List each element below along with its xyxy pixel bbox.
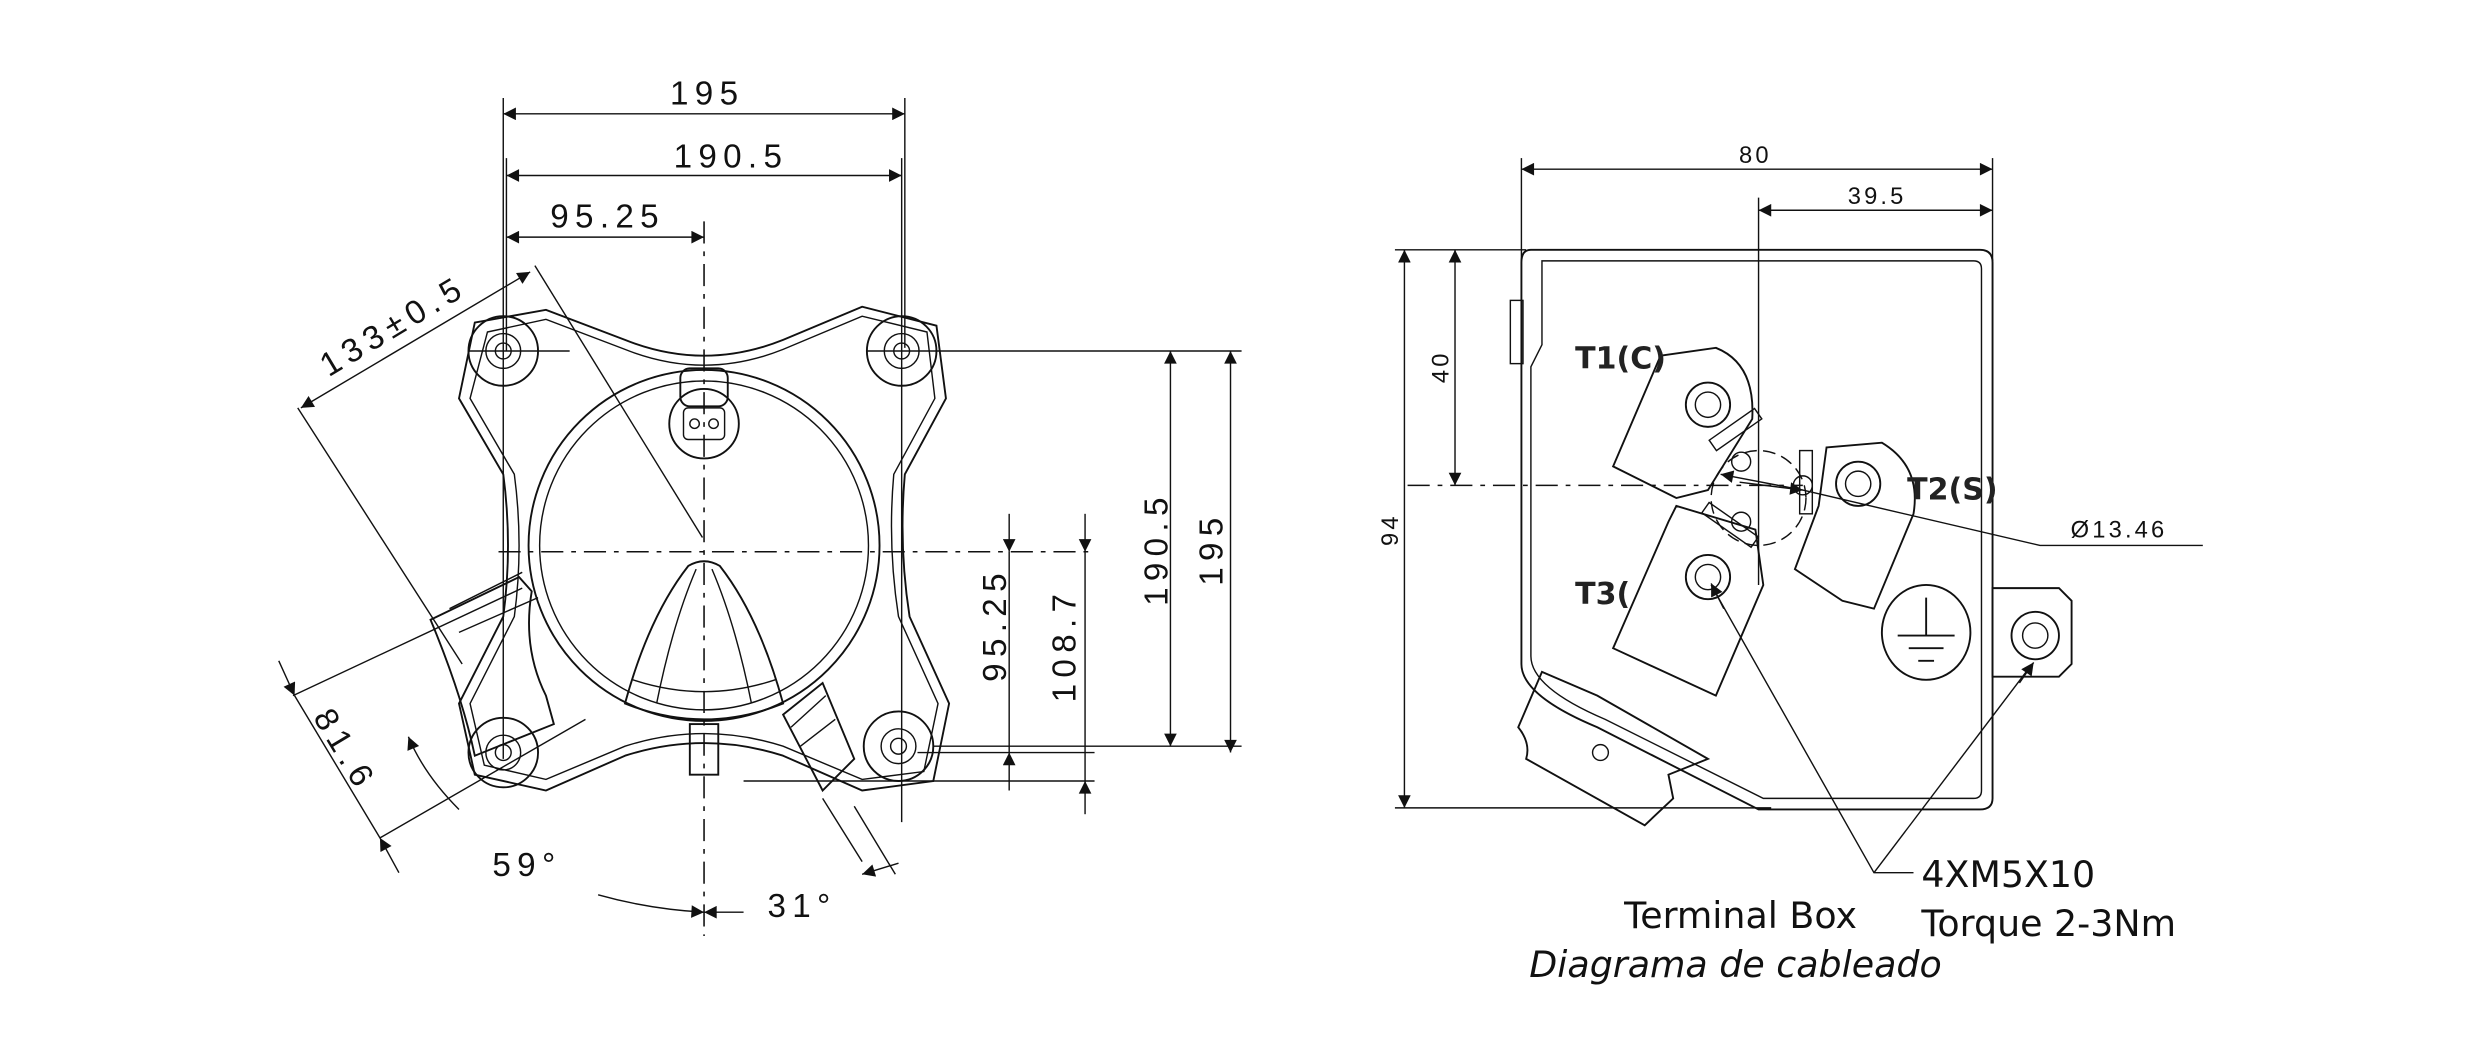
angle-31: 31° [767,888,836,925]
dim-190-5-right: 190.5 [1138,491,1175,606]
dim-40: 40 [1429,350,1455,383]
terminal-box-housing [1520,248,1994,811]
terminal-t1 [1611,346,1763,500]
dim-108-7: 108.7 [1047,588,1084,703]
screw-spec: 4XM5X10 [1921,853,2095,896]
terminal-box-title: Terminal Box [1623,894,1857,937]
ground-icon [1880,584,1972,681]
dim-195-right: 195 [1194,511,1231,585]
terminal-t3 [1611,501,1765,697]
mounting-flange [457,305,951,792]
dim-195-top: 195 [670,75,744,112]
terminal-t2 [1793,441,1916,610]
suction-pipe [429,575,555,758]
mounting-bolt [862,710,935,782]
dim-190-5-top: 190.5 [674,139,789,176]
ground-lug [1991,587,2073,678]
dim-80: 80 [1739,143,1772,169]
terminal-label-t1: T1(C) [1575,341,1666,376]
dim-133: 133±0.5 [314,268,474,384]
compressor-top-view: 195 190.5 95.25 190.5 195 95.25 108.7 13… [278,75,1242,936]
torque-spec: Torque 2-3Nm [1920,902,2176,945]
angle-59: 59° [492,847,561,884]
terminal-label-t2: T2(S) [1907,473,1997,508]
dim-95-25-right: 95.25 [977,567,1014,682]
dim-95-25-top: 95.25 [550,199,665,236]
compressor-shell [527,369,881,722]
terminal-label-t3: T3( [1575,577,1630,612]
dim-diameter: Ø13.46 [2071,518,2168,544]
dim-81-6: 81.6 [306,702,384,798]
dim-94: 94 [1378,513,1404,546]
terminal-box-view: 80 39.5 94 40 [1378,143,2203,986]
wiring-diagram-subtitle: Diagrama de cableado [1529,943,1941,986]
discharge-pipe [781,681,856,793]
dim-39-5: 39.5 [1848,184,1907,210]
